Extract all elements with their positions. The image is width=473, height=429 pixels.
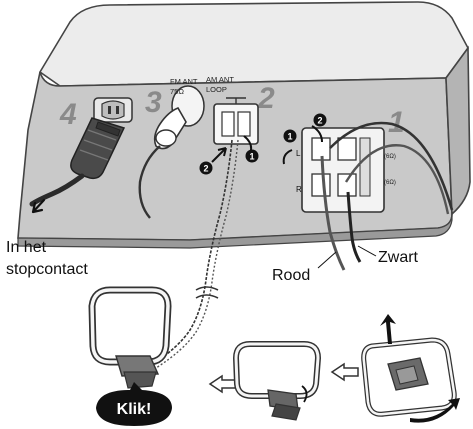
black-wire-leader bbox=[358, 246, 376, 256]
assembly-arrow-middle-icon bbox=[332, 364, 358, 380]
receiver-top-surface bbox=[40, 2, 468, 86]
outlet-caption-line2: stopcontact bbox=[6, 261, 88, 278]
svg-text:Klik!: Klik! bbox=[117, 401, 152, 418]
speaker-left-label: L bbox=[296, 149, 301, 158]
wire-break-mark bbox=[196, 287, 218, 298]
outlet-caption-line1: In het bbox=[6, 239, 47, 256]
fm-label-line2: 75Ω bbox=[170, 87, 184, 96]
am-callout-two: 2 bbox=[200, 162, 213, 175]
ac-inlet bbox=[94, 98, 132, 122]
svg-text:1: 1 bbox=[287, 132, 292, 142]
am-label-line1: AM ANT bbox=[206, 75, 234, 84]
speaker-right-label: R bbox=[296, 185, 302, 194]
fm-label-line1: FM ANT bbox=[170, 77, 198, 86]
svg-text:2: 2 bbox=[203, 164, 208, 174]
step-number-4: 4 bbox=[59, 98, 77, 131]
impedance-label-bottom: (6Ω) bbox=[384, 180, 396, 186]
svg-text:1: 1 bbox=[249, 152, 254, 162]
klik-badge: Klik! bbox=[96, 382, 172, 426]
speaker-callout-two: 2 bbox=[314, 114, 327, 127]
unfold-up-arrow-icon bbox=[380, 314, 396, 344]
black-wire-caption: Zwart bbox=[378, 249, 419, 266]
impedance-label-top: (6Ω) bbox=[384, 154, 396, 160]
step-number-3: 3 bbox=[145, 86, 162, 119]
loop-antenna-unfold-step bbox=[364, 340, 455, 414]
step-number-2: 2 bbox=[257, 82, 275, 115]
assembly-arrow-left-icon bbox=[210, 376, 236, 392]
am-antenna-terminal bbox=[214, 98, 258, 144]
am-callout-one: 1 bbox=[246, 150, 259, 163]
red-wire-caption: Rood bbox=[272, 267, 310, 284]
svg-text:2: 2 bbox=[317, 116, 322, 126]
red-wire-leader bbox=[318, 252, 336, 268]
speaker-terminal-block bbox=[302, 128, 384, 212]
am-label-line2: LOOP bbox=[206, 85, 227, 94]
loop-antenna-clip-step bbox=[236, 344, 318, 420]
loop-antenna-assembled bbox=[92, 290, 168, 388]
speaker-callout-one: 1 bbox=[284, 130, 297, 143]
